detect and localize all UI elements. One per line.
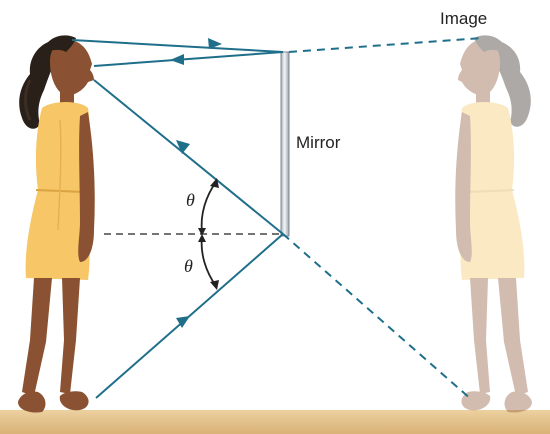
ray-mirror-to-eye — [94, 80, 283, 234]
arrowhead — [170, 54, 184, 65]
virtual-ray-to-image-foot — [283, 234, 472, 400]
arrowhead — [210, 280, 219, 290]
image-label: Image — [440, 9, 487, 28]
theta-lower-label: θ — [184, 256, 193, 276]
ray-group — [72, 40, 283, 398]
theta-upper-label: θ — [186, 190, 195, 210]
angle-arc-lower — [202, 236, 216, 286]
virtual-ray-group — [283, 38, 482, 400]
mirror-pane — [281, 52, 289, 236]
ray-eye-to-mirror-top — [72, 40, 283, 52]
arrowhead — [176, 140, 190, 154]
virtual-ray-to-image-head — [289, 38, 482, 52]
person-figure — [18, 35, 95, 412]
angle-arc-upper — [202, 182, 216, 232]
person-reflection-figure — [455, 35, 532, 412]
floor — [0, 410, 550, 434]
arrowhead — [198, 234, 206, 242]
mirror-label: Mirror — [296, 133, 341, 152]
ray-mirror-top-to-eye — [94, 52, 283, 66]
